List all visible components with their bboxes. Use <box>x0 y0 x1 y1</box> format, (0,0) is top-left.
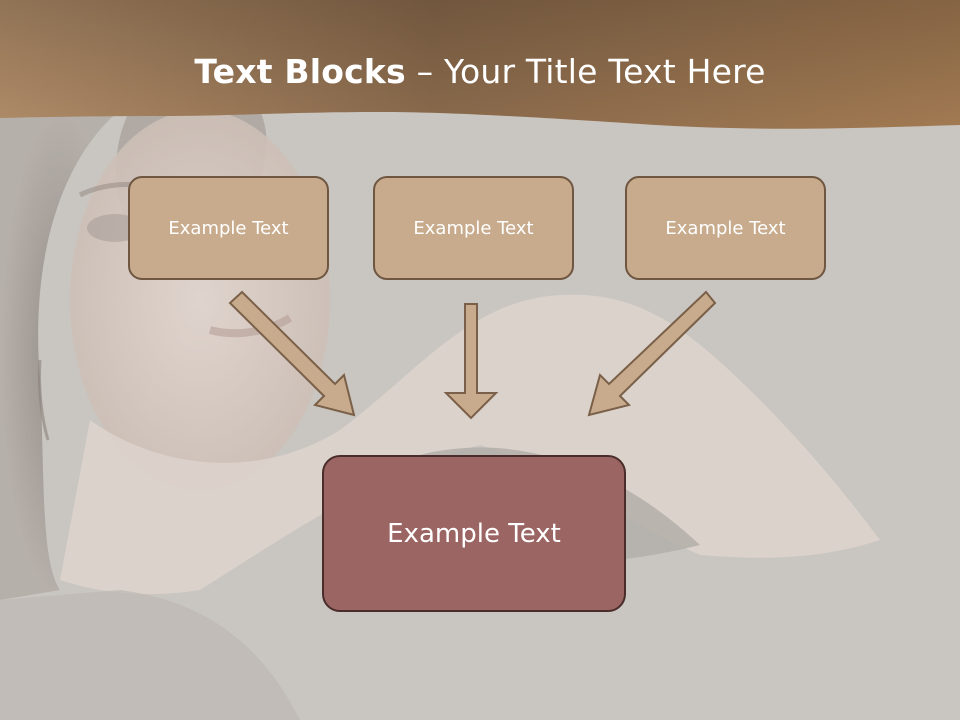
slide-title: Text Blocks – Your Title Text Here <box>0 52 960 91</box>
arrow-left <box>228 290 356 417</box>
example-box-middle-text: Example Text <box>413 217 534 239</box>
example-box-bottom-text: Example Text <box>387 518 561 549</box>
arrow-middle <box>443 303 499 420</box>
title-bold-part: Text Blocks <box>194 52 406 91</box>
title-rest-part: – Your Title Text Here <box>405 52 766 91</box>
example-box-left-text: Example Text <box>168 217 289 239</box>
example-box-bottom: Example Text <box>322 455 626 612</box>
arrow-right <box>587 290 717 417</box>
example-box-right-text: Example Text <box>665 217 786 239</box>
example-box-left: Example Text <box>128 176 329 280</box>
example-box-middle: Example Text <box>373 176 574 280</box>
example-box-right: Example Text <box>625 176 826 280</box>
